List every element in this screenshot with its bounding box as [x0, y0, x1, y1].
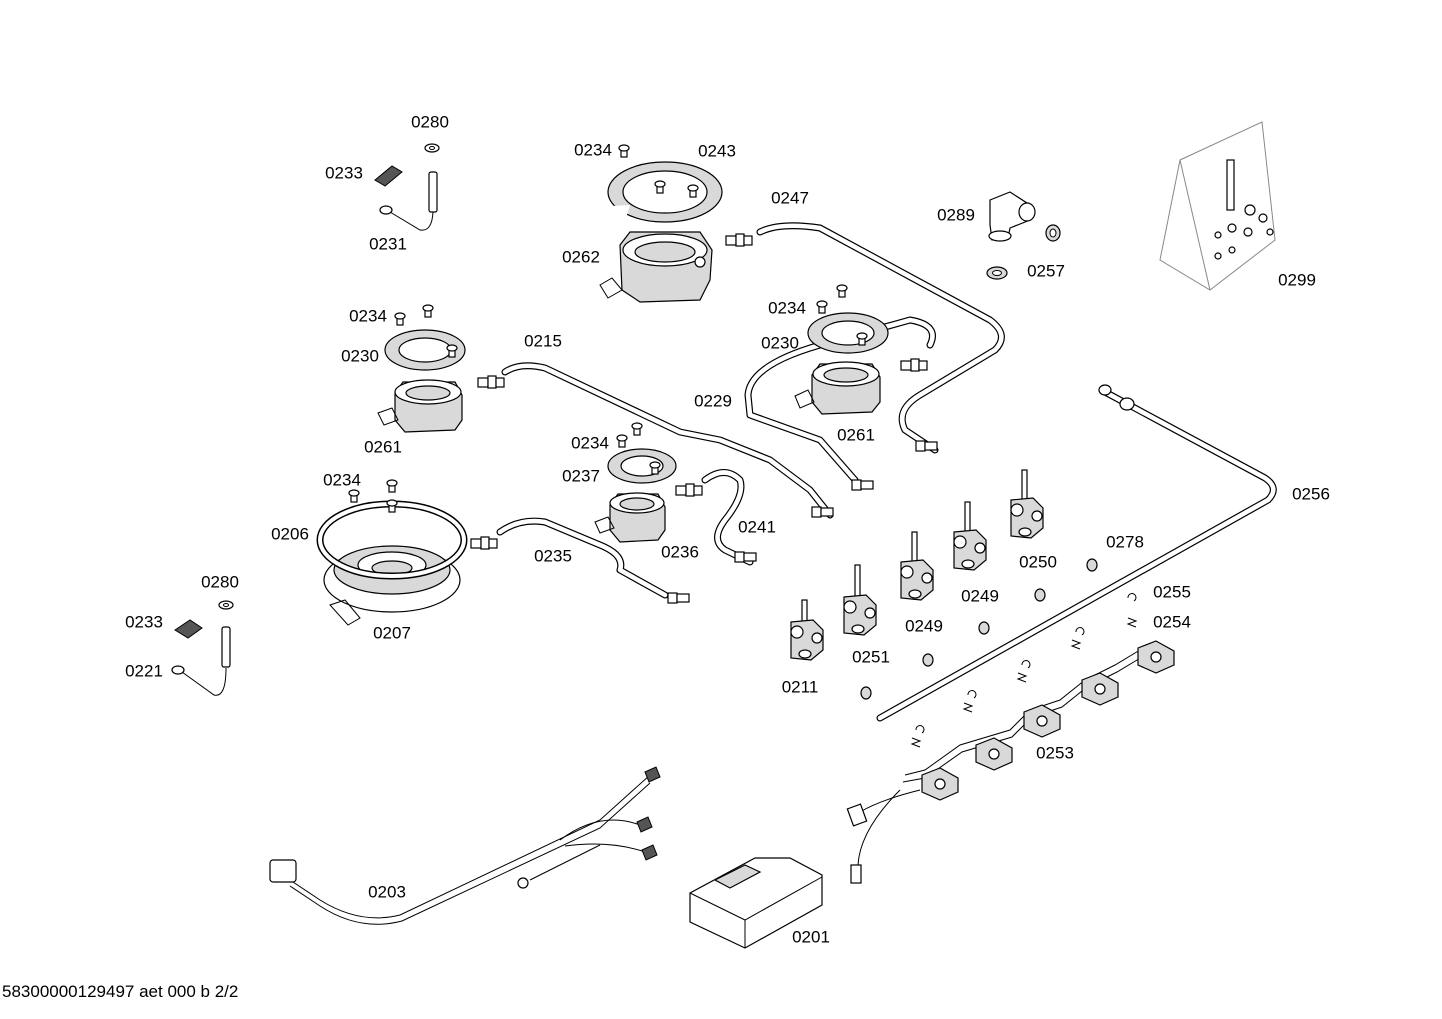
label-0201: 0201: [792, 927, 830, 947]
label-0249-left: 0249: [905, 616, 943, 636]
label-0261-right: 0261: [837, 425, 875, 445]
gas-pipe-0241: [701, 469, 754, 566]
ignition-switches-0253: [846, 640, 1175, 884]
pipe-fittings: [470, 233, 938, 604]
label-0236: 0236: [661, 542, 699, 562]
label-0221: 0221: [125, 661, 163, 681]
label-0235: 0235: [534, 546, 572, 566]
label-0211: 0211: [781, 677, 819, 697]
washer-0257: [986, 266, 1008, 280]
gas-pipe-0235: [496, 517, 669, 599]
burner-cup-0261-left: [377, 379, 463, 433]
label-0280-bottom: 0280: [201, 572, 239, 592]
label-0251: 0251: [852, 647, 890, 667]
gas-pipe-0229: [744, 316, 936, 484]
label-0234-right: 0234: [768, 298, 806, 318]
label-0253: 0253: [1036, 743, 1074, 763]
clips-and-springs: [910, 593, 1138, 748]
label-0289: 0289: [937, 205, 975, 225]
label-0206: 0206: [271, 524, 309, 544]
screws-0234-center: [616, 422, 643, 448]
label-0250: 0250: [1019, 552, 1057, 572]
label-0243: 0243: [698, 141, 736, 161]
label-0233-top: 0233: [325, 163, 363, 183]
gas-manifold-0256: [876, 384, 1277, 722]
label-0233-bottom: 0233: [125, 612, 163, 632]
label-0262: 0262: [562, 247, 600, 267]
label-0231: 0231: [369, 234, 407, 254]
screws-0234-large: [348, 479, 398, 503]
label-0299: 0299: [1278, 270, 1316, 290]
gas-pipe-0215: [501, 362, 834, 519]
gas-valves: [790, 469, 1044, 661]
elbow-0289: [988, 191, 1061, 242]
screws-0234-top: [618, 144, 699, 198]
label-0249-right: 0249: [961, 586, 999, 606]
ignition-module-0201: [689, 857, 823, 949]
label-0215: 0215: [524, 331, 562, 351]
label-0257: 0257: [1027, 261, 1065, 281]
burner-cup-0262: [599, 231, 713, 303]
label-0234-left: 0234: [349, 306, 387, 326]
gas-pipe-0247: [756, 222, 1005, 454]
label-0247: 0247: [771, 188, 809, 208]
label-0255: 0255: [1153, 582, 1191, 602]
label-0237: 0237: [562, 466, 600, 486]
accessory-bag-0299: [1159, 121, 1276, 291]
label-0261-left: 0261: [364, 437, 402, 457]
gasket-0243: [607, 161, 723, 223]
electrode-0231: [374, 143, 440, 231]
label-0241: 0241: [738, 517, 776, 537]
gasket-0230-right: [807, 312, 889, 354]
label-0278: 0278: [1106, 532, 1144, 552]
burner-ring-0206: [316, 499, 468, 580]
gasket-0230-left: [384, 329, 466, 371]
label-0234-top: 0234: [574, 140, 612, 160]
label-0230-left: 0230: [341, 346, 379, 366]
label-0234-center: 0234: [571, 433, 609, 453]
burner-cup-0236: [594, 492, 666, 543]
document-id: 58300000129497 aet 000 b 2/2: [2, 982, 239, 1001]
label-0229: 0229: [694, 391, 732, 411]
label-0234-large: 0234: [323, 470, 361, 490]
burner-base-0207: [323, 545, 461, 626]
label-0230-right: 0230: [761, 333, 799, 353]
electrode-0221: [171, 600, 234, 696]
label-0254: 0254: [1153, 612, 1191, 632]
label-0207: 0207: [373, 623, 411, 643]
screws-0234-right: [816, 284, 848, 314]
burner-cup-0261-right: [794, 361, 881, 415]
wiring-harness-0203: [269, 766, 661, 925]
gasket-0237: [607, 448, 677, 484]
orings-0278: [860, 558, 1098, 700]
label-0203: 0203: [368, 882, 406, 902]
label-0256: 0256: [1292, 484, 1330, 504]
screws-0234-left: [394, 304, 434, 326]
label-0280-top: 0280: [411, 112, 449, 132]
